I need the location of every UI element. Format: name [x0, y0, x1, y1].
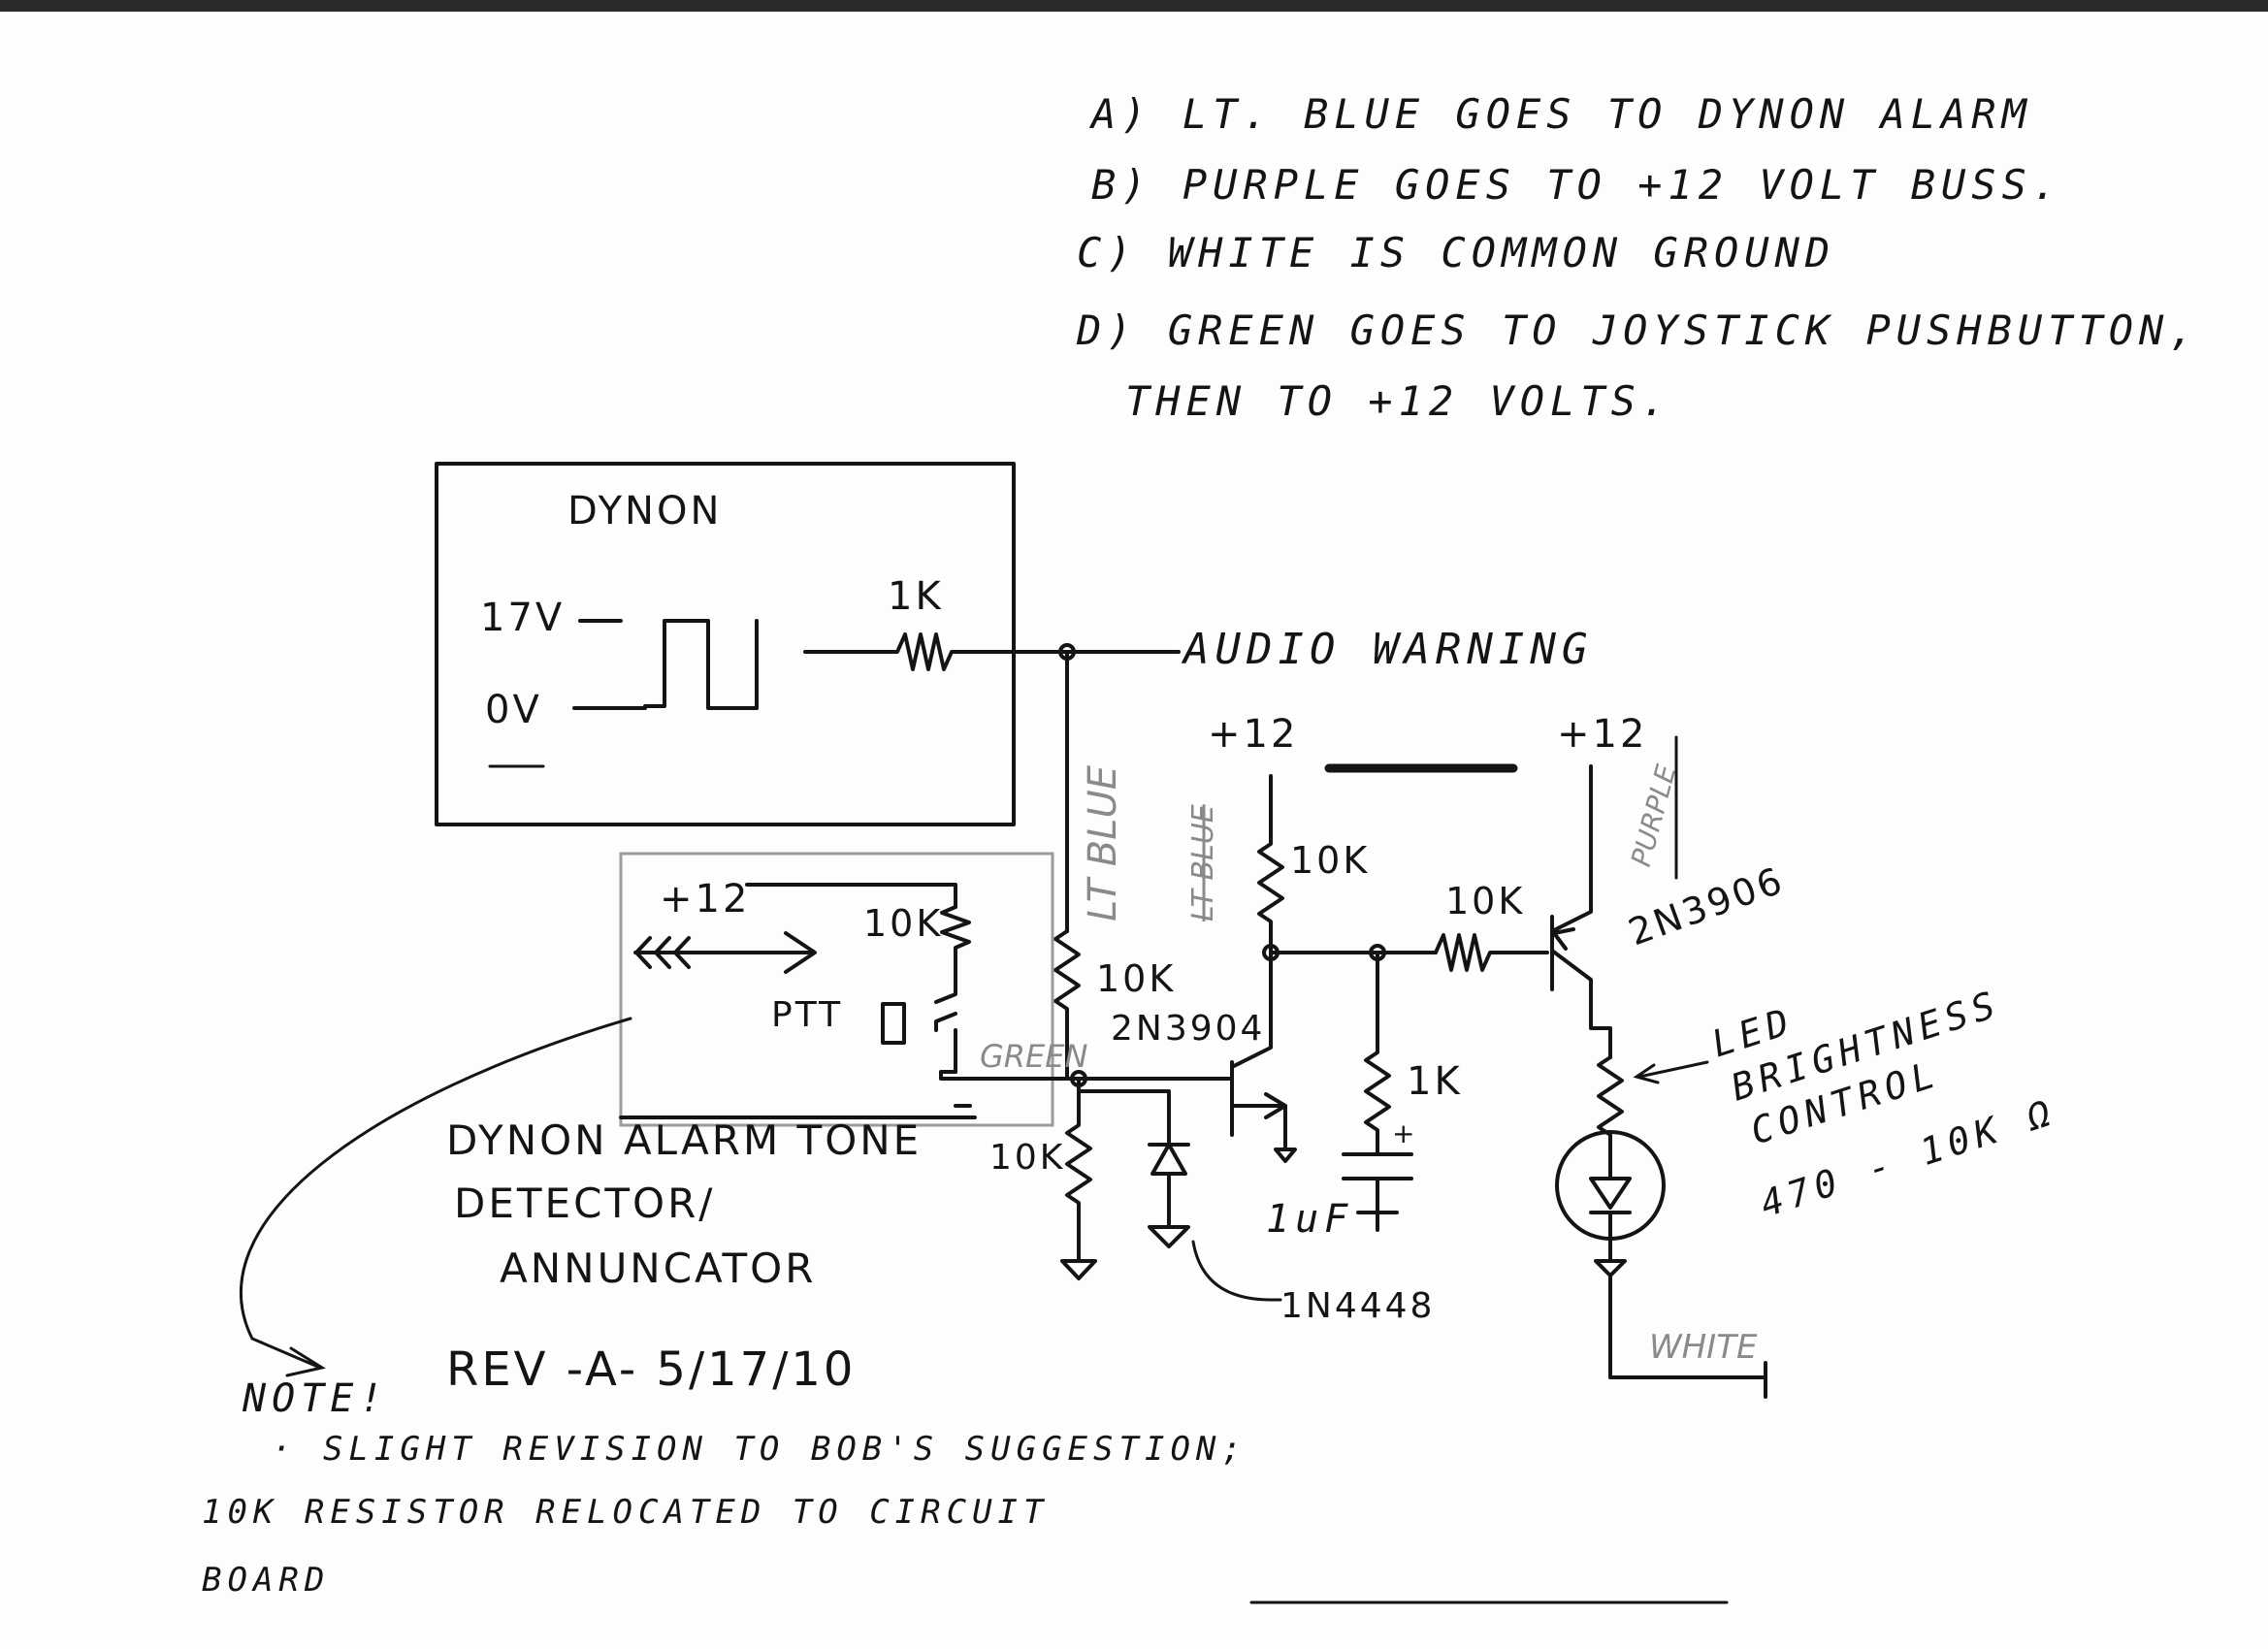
r10k-pulldown: [1060, 1077, 1097, 1280]
pnp-label: 2N3906: [1623, 858, 1790, 954]
purple-label: PURPLE: [1625, 761, 1683, 870]
collector-wire: [1230, 951, 1273, 1069]
r10k-base-pnp-label: 10K: [1445, 880, 1525, 922]
footnote-label: NOTE!: [242, 1376, 388, 1421]
footnote-line2: 10K RESISTOR RELOCATED TO CIRCUIT: [202, 1493, 1050, 1532]
square-wave: [572, 619, 759, 710]
revision-label: REV -A- 5/17/10: [446, 1342, 856, 1397]
dynon-unit: DYNON 17V 0V 1K: [435, 462, 1076, 826]
footnote: NOTE! · SLIGHT REVISION TO BOB'S SUGGEST…: [202, 1376, 1247, 1600]
title-line2: DETECTOR/: [454, 1180, 715, 1227]
r1k-rc-label: 1K: [1407, 1059, 1463, 1104]
box-plus12-label: +12: [660, 877, 750, 922]
led-pot: [1597, 1055, 1624, 1166]
box-plus12-wire: [745, 883, 957, 909]
dynon-box: [435, 462, 1016, 826]
green-wire: [939, 1070, 1081, 1081]
note-a: A) LT. BLUE GOES TO DYNON ALARM: [1088, 90, 2032, 138]
arrow-icon: [633, 931, 817, 974]
white-ground-wire: [1594, 1259, 1767, 1399]
box-10k-label: 10K: [863, 902, 943, 945]
dynon-17v-label: 17V: [480, 596, 565, 640]
wiring-notes: A) LT. BLUE GOES TO DYNON ALARM B) PURPL…: [1076, 90, 2200, 425]
pot-arrow: [1633, 1060, 1709, 1084]
r10k-base-pnp: [1434, 933, 1549, 972]
r10k-pullup-label: 10K: [1290, 839, 1370, 882]
title-block: DYNON ALARM TONE DETECTOR/ ANNUNCATOR RE…: [446, 1104, 977, 1397]
note-c: C) WHITE IS COMMON GROUND: [1077, 229, 1835, 276]
ptt-switch-icon: [881, 1002, 906, 1045]
note-leader-arrow: [240, 1017, 632, 1377]
footnote-line1: · SLIGHT REVISION TO BOB'S SUGGESTION;: [272, 1430, 1247, 1469]
note-d-line1: D) GREEN GOES TO JOYSTICK PUSHBUTTON,: [1076, 307, 2200, 354]
lt-blue-struck-label: LT BLUE: [1186, 804, 1220, 922]
note-b: B) PURPLE GOES TO +12 VOLT BUSS.: [1091, 161, 2062, 209]
led-icon: [1589, 1162, 1632, 1263]
r10k-pulldown-label: 10K: [989, 1138, 1065, 1178]
title-line1: DYNON ALARM TONE: [446, 1116, 922, 1164]
plus12-left-label: +12: [1208, 712, 1298, 757]
r10k-pullup: [1257, 774, 1284, 954]
footnote-line3: BOARD: [202, 1561, 330, 1600]
scan-edge: [0, 0, 2268, 12]
diode-1n4448: [1077, 1089, 1190, 1248]
dynon-1k-label: 1K: [888, 574, 944, 619]
ptt-assembly: +12 10K PTT GREEN: [633, 877, 1087, 1081]
white-label: WHITE: [1649, 1328, 1758, 1367]
plus12-right-label: +12: [1557, 712, 1647, 757]
r1k-rc: [1364, 951, 1391, 1156]
dynon-title: DYNON: [567, 489, 722, 534]
circuit-board-outline: [619, 852, 1054, 1127]
led-brightness-note: LED BRIGHTNESS CONTROL 470 - 10K Ω: [1706, 982, 2061, 1225]
cap-ground: [1356, 1211, 1399, 1232]
diode-leader: [1191, 1240, 1282, 1302]
diode-label: 1N4448: [1280, 1286, 1435, 1326]
r10k-input: [1053, 929, 1081, 1069]
title-underline: [619, 1104, 977, 1119]
audio-warning-label: AUDIO WARNING: [1181, 625, 1593, 674]
ptt-contacts: [934, 968, 957, 1074]
pnp-transistor: [1550, 764, 1612, 1059]
note-d-line2: THEN TO +12 VOLTS.: [1125, 377, 1671, 425]
lt-blue-label: LT BLUE: [1081, 764, 1125, 922]
cap-plus-label: +: [1392, 1117, 1417, 1149]
dynon-0v-label: 0V: [485, 688, 542, 732]
capacitor-icon: [1342, 1152, 1413, 1214]
npn-transistor: [1230, 1060, 1297, 1163]
box-10k-resistor: [940, 905, 971, 972]
base-line: [1065, 1065, 1234, 1081]
dynon-1k-resistor: [803, 632, 1069, 671]
title-line3: ANNUNCATOR: [500, 1245, 816, 1292]
green-label: GREEN: [980, 1038, 1087, 1075]
r10k-input-label: 10K: [1096, 957, 1176, 1000]
cap-label: 1uF: [1266, 1197, 1353, 1242]
ptt-label: PTT: [771, 995, 843, 1035]
npn-label: 2N3904: [1111, 1009, 1265, 1049]
